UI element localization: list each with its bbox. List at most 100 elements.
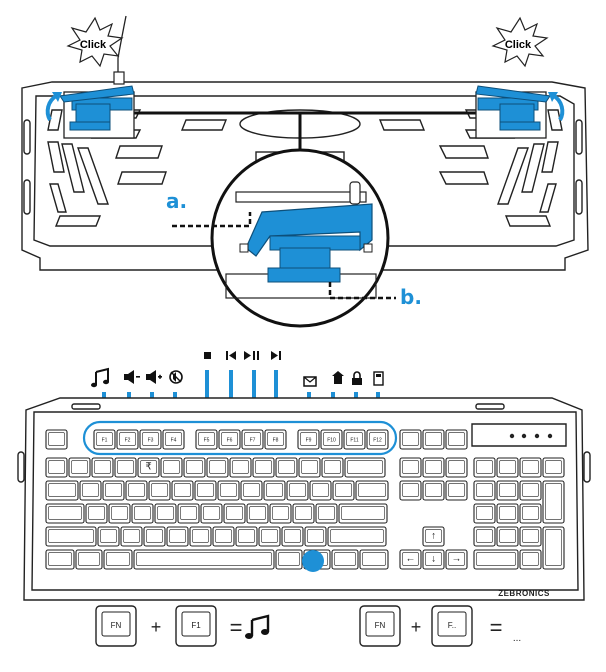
key-arrow-left: ←	[399, 549, 422, 570]
callout-b-label: b.	[400, 285, 422, 309]
key-nav-top-1	[422, 457, 445, 478]
key-numpad-0	[473, 549, 519, 570]
key-num-4: ₹	[137, 457, 160, 478]
key-arow-2	[131, 503, 154, 524]
click-burst-right: Click	[491, 16, 549, 68]
key-qrow-11	[332, 480, 355, 501]
clip-right	[475, 85, 551, 139]
key-lctrl	[45, 549, 75, 570]
key-nav-top-2	[445, 457, 468, 478]
key-f4-label: F4	[171, 438, 177, 444]
key-qrow-8	[263, 480, 286, 501]
key-f5-label: F5	[204, 438, 210, 444]
key-numpad-r3-1	[496, 503, 519, 524]
key-f8: F8	[264, 429, 287, 450]
click-label-right: Click	[505, 39, 532, 51]
key-qrow-10	[309, 480, 332, 501]
key-ralt	[275, 549, 303, 570]
key-tab	[45, 480, 79, 501]
key-qrow-7	[240, 480, 263, 501]
rotate-arrow-left-icon	[45, 94, 58, 121]
next-track-icon	[271, 351, 281, 360]
key-numpad-dot	[519, 549, 542, 570]
callout-a-leader	[172, 212, 252, 228]
mute-icon	[169, 370, 183, 384]
volume-up-icon	[146, 370, 162, 384]
key-num-2	[91, 457, 114, 478]
key-backslash	[355, 480, 389, 501]
key-num-0	[45, 457, 68, 478]
eq1-key2-label: F1	[191, 621, 201, 630]
key-num-11	[298, 457, 321, 478]
key-numpad-r1-0	[473, 457, 496, 478]
key-num-6	[183, 457, 206, 478]
key-num-12	[321, 457, 344, 478]
key-zrow-5	[212, 526, 235, 547]
key-lalt	[103, 549, 133, 570]
key-num-3	[114, 457, 137, 478]
key-f12: F12	[366, 429, 389, 450]
key-numpad-r2-0	[473, 480, 496, 501]
eq2-plus: +	[411, 617, 422, 637]
mail-icon	[303, 376, 317, 387]
key-arow-0	[85, 503, 108, 524]
key-numpad-r1-1	[496, 457, 519, 478]
key-numpad-r1-3	[542, 457, 565, 478]
key-f9-label: F9	[306, 438, 312, 444]
key-qrow-2	[125, 480, 148, 501]
key-nav-bot-0	[399, 480, 422, 501]
key-numpad-r2-2	[519, 480, 542, 501]
key-f4: F4	[162, 429, 185, 450]
brand-logo: ZEBRONICS	[498, 589, 550, 598]
eq1-equals: =	[230, 615, 243, 640]
key-qrow-6	[217, 480, 240, 501]
key-win	[75, 549, 103, 570]
key-f9: F9	[297, 429, 320, 450]
key-zrow-3	[166, 526, 189, 547]
key-arow-1	[108, 503, 131, 524]
fkey-highlight	[82, 420, 398, 456]
key-zrow-2	[143, 526, 166, 547]
key-f11: F11	[343, 429, 366, 450]
led-indicators	[509, 433, 553, 439]
key-zrow-4	[189, 526, 212, 547]
key-numpad-r4-0	[473, 526, 496, 547]
key-f10: F10	[320, 429, 343, 450]
key-f11-label: F11	[350, 438, 358, 444]
key-num-10	[275, 457, 298, 478]
previous-track-icon	[226, 351, 236, 360]
key-lshift	[45, 526, 97, 547]
key-numpad-enter	[542, 526, 565, 570]
rotate-arrowhead-right-icon	[548, 92, 558, 102]
key-f3: F3	[139, 429, 162, 450]
key-arrow-up: ↑	[422, 526, 445, 547]
cable-plug	[113, 71, 125, 85]
key-esc	[45, 429, 68, 450]
key-f7: F7	[241, 429, 264, 450]
key-num-7	[206, 457, 229, 478]
callout-a-label: a.	[166, 189, 187, 213]
key-arow-8	[269, 503, 292, 524]
key-nav-top-0	[399, 457, 422, 478]
key-arrow-down: ↓	[422, 549, 445, 570]
key-num-8	[229, 457, 252, 478]
key-backspace	[344, 457, 386, 478]
rotate-arrow-right-icon	[552, 94, 565, 121]
key-f7-label: F7	[250, 438, 256, 444]
key-space	[133, 549, 275, 570]
key-arow-7	[246, 503, 269, 524]
stop-icon	[204, 352, 211, 359]
key-enter	[338, 503, 388, 524]
key-sys-0	[399, 429, 422, 450]
key-arrow-up-label: ↑	[431, 531, 436, 542]
key-numpad-r3-2	[519, 503, 542, 524]
connector-lines	[134, 111, 478, 152]
key-arrow-right: →	[445, 549, 468, 570]
key-arrow-right-label: →	[452, 554, 462, 565]
click-burst-left: Click	[66, 16, 124, 68]
key-rctrl	[359, 549, 389, 570]
equation-fn-f1: FN + F1 =	[95, 605, 270, 647]
key-arow-9	[292, 503, 315, 524]
clip-left	[59, 85, 135, 139]
key-qrow-1	[102, 480, 125, 501]
